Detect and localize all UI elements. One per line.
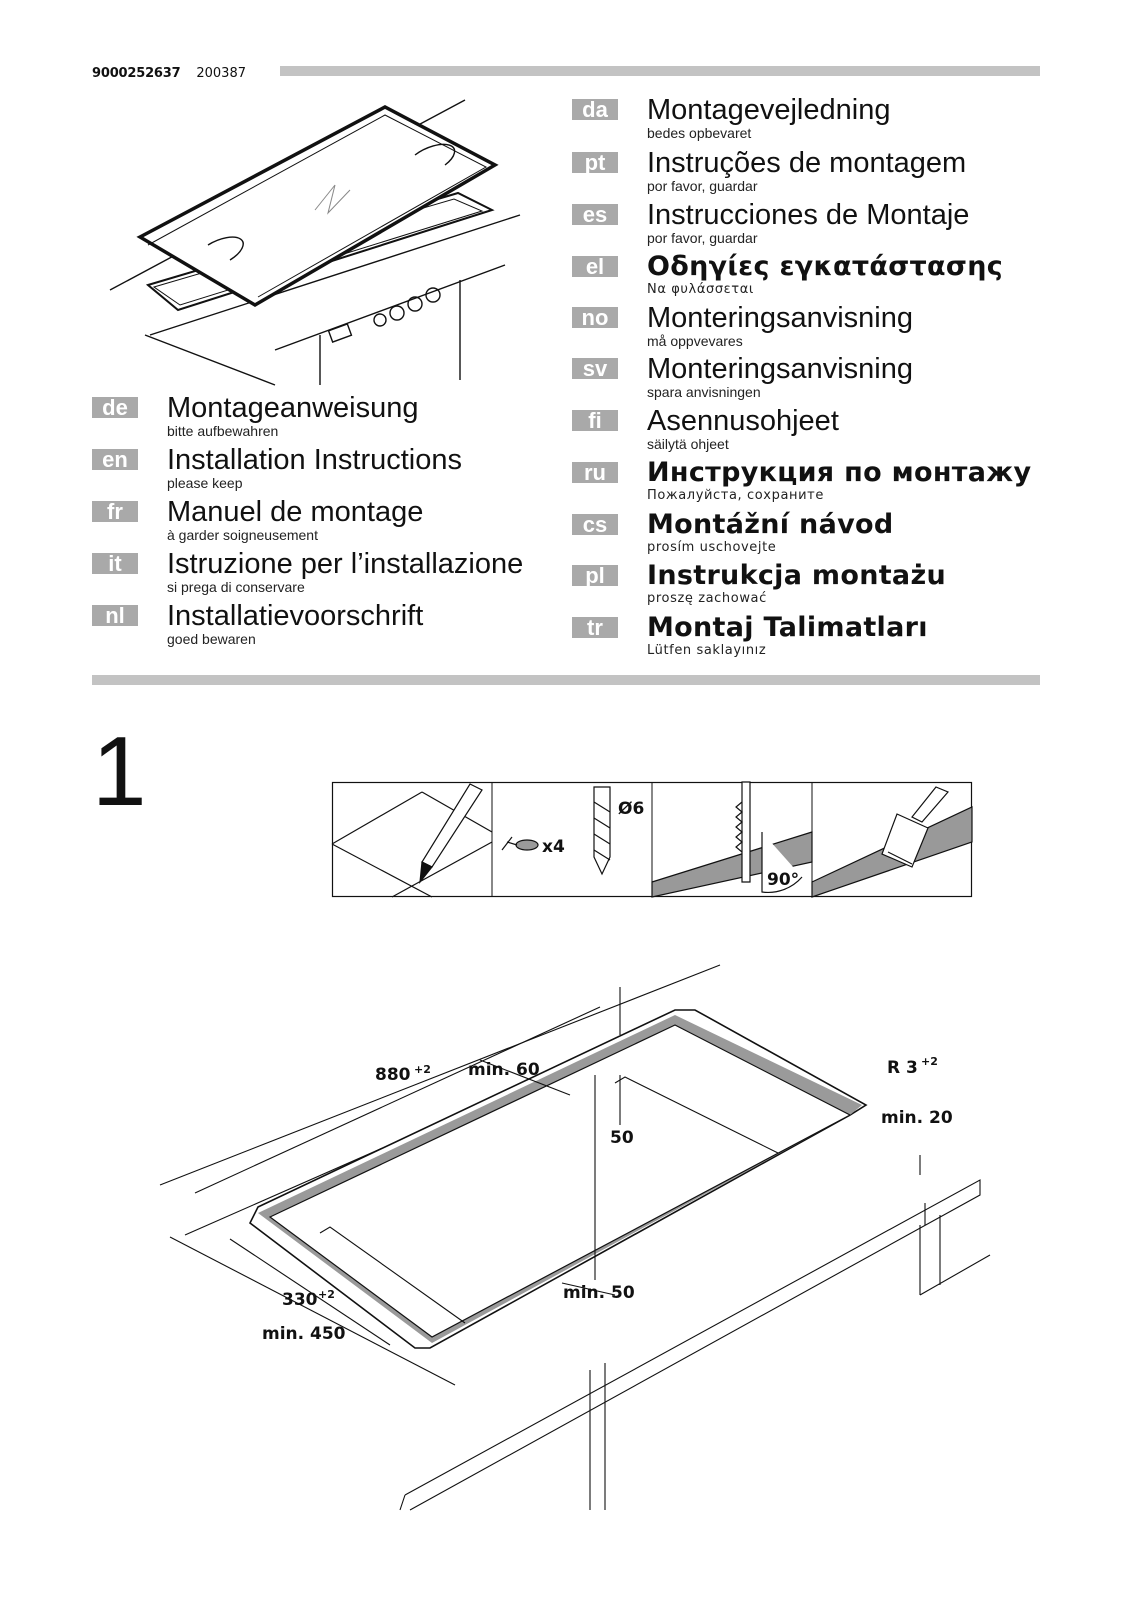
language-subtitle: goed bewaren [167,631,256,647]
language-code: pl [572,565,618,587]
language-title: Montageanweisung [167,392,419,424]
radius-dimension: R 3 [887,1058,918,1078]
language-entry-no: no Monteringsanvisning må oppvevares [572,302,1032,354]
language-title: Asennusohjeet [647,405,839,437]
document-id: 9000252637 200387 [92,64,246,81]
language-code: da [572,99,618,121]
language-entry-pl: pl Instrukcja montażu proszę zachować [572,560,1032,612]
language-code: fi [572,410,618,432]
language-title: Montaj Talimatları [647,612,928,643]
min-wall-dimension: min. 20 [881,1108,953,1128]
language-code: nl [92,605,138,627]
drill-diameter-label: Ø6 [618,799,644,819]
language-subtitle: Пожалуйста, сохраните [647,488,824,503]
min-worktop-depth-dimension: min. 450 [262,1324,346,1344]
saw-angle-label: 90° [767,870,799,890]
min-front-dimension: min. 50 [563,1283,635,1303]
language-code: sv [572,358,618,380]
language-code: fr [92,501,138,523]
language-subtitle: säilytä ohjeet [647,436,729,452]
language-code: it [92,553,138,575]
step-number: 1 [92,716,147,826]
language-subtitle: spara anvisningen [647,384,761,400]
min-back-dimension: min. 60 [468,1060,540,1080]
language-title: Monteringsanvisning [647,353,913,385]
pencil-icon [331,783,493,898]
language-subtitle: por favor, guardar [647,230,758,246]
language-code: tr [572,617,618,639]
language-code: el [572,256,618,278]
language-subtitle: proszę zachować [647,591,767,606]
language-entry-nl: nl Installatievoorschrift goed bewaren [92,600,562,652]
language-subtitle: à garder soigneusement [167,527,318,543]
language-entry-cs: cs Montážní návod prosím uschovejte [572,509,1032,561]
language-entry-sv: sv Monteringsanvisning spara anvisningen [572,353,1032,405]
gap-dimension: 50 [610,1128,634,1148]
tool-strip: Ø6 x4 90° [331,781,973,898]
cooktop-illustration [109,99,521,386]
language-entry-tr: tr Montaj Talimatları Lütfen saklayınız [572,612,1032,664]
section-rule [92,675,1040,685]
language-entry-ru: ru Инструкция по монтажу Пожалуйста, сох… [572,457,1032,509]
jigsaw-icon [651,781,813,898]
language-code: en [92,449,138,471]
width-dimension: 880 [375,1065,411,1085]
language-title: Instruções de montagem [647,147,967,179]
revision-code: 200387 [196,66,246,81]
language-entry-el: el Οδηγίες εγκατάστασης Να φυλάσσεται [572,251,1032,303]
language-subtitle: Να φυλάσσεται [647,282,754,297]
language-subtitle: bedes opbevaret [647,125,752,141]
language-entry-it: it Istruzione per l’installazione si pre… [92,548,562,600]
language-code: cs [572,514,618,536]
language-entry-en: en Installation Instructions please keep [92,444,562,496]
language-title: Istruzione per l’installazione [167,548,524,580]
language-subtitle: prosím uschovejte [647,540,777,555]
depth-tolerance: +2 [318,1288,335,1301]
brush-icon [811,786,973,898]
language-subtitle: bitte aufbewahren [167,423,279,439]
language-title: Instrukcja montażu [647,560,946,591]
cutout-dimension-drawing: 880 +2 min. 60 50 R 3 +2 min. 20 min. 50… [159,964,991,1511]
language-subtitle: please keep [167,475,243,491]
plug-count-label: x4 [542,837,565,857]
language-title: Installation Instructions [167,444,462,476]
language-entry-fi: fi Asennusohjeet säilytä ohjeet [572,405,1032,457]
language-entry-da: da Montagevejledning bedes opbevaret [572,94,1032,146]
drill-bit-icon [501,786,611,876]
header-rule [280,66,1040,76]
width-tolerance: +2 [414,1063,431,1076]
language-entry-es: es Instrucciones de Montaje por favor, g… [572,199,1032,251]
language-subtitle: por favor, guardar [647,178,758,194]
language-title: Οδηγίες εγκατάστασης [647,251,1004,282]
language-code: es [572,204,618,226]
language-title: Montagevejledning [647,94,891,126]
language-title: Montážní návod [647,509,894,540]
language-entry-de: de Montageanweisung bitte aufbewahren [92,392,562,444]
language-title: Инструкция по монтажу [647,457,1032,488]
language-title: Manuel de montage [167,496,424,528]
language-title: Monteringsanvisning [647,302,913,334]
language-title: Installatievoorschrift [167,600,424,632]
language-title: Instrucciones de Montaje [647,199,970,231]
language-subtitle: si prega di conservare [167,579,305,595]
radius-tolerance: +2 [921,1055,938,1068]
language-code: no [572,307,618,329]
language-code: ru [572,462,618,484]
article-number: 9000252637 [92,66,181,81]
language-code: de [92,397,138,419]
language-code: pt [572,152,618,174]
language-entry-fr: fr Manuel de montage à garder soigneusem… [92,496,562,548]
language-subtitle: Lütfen saklayınız [647,643,767,658]
language-entry-pt: pt Instruções de montagem por favor, gua… [572,147,1032,199]
language-subtitle: må oppvevares [647,333,743,349]
depth-dimension: 330 [282,1290,318,1310]
